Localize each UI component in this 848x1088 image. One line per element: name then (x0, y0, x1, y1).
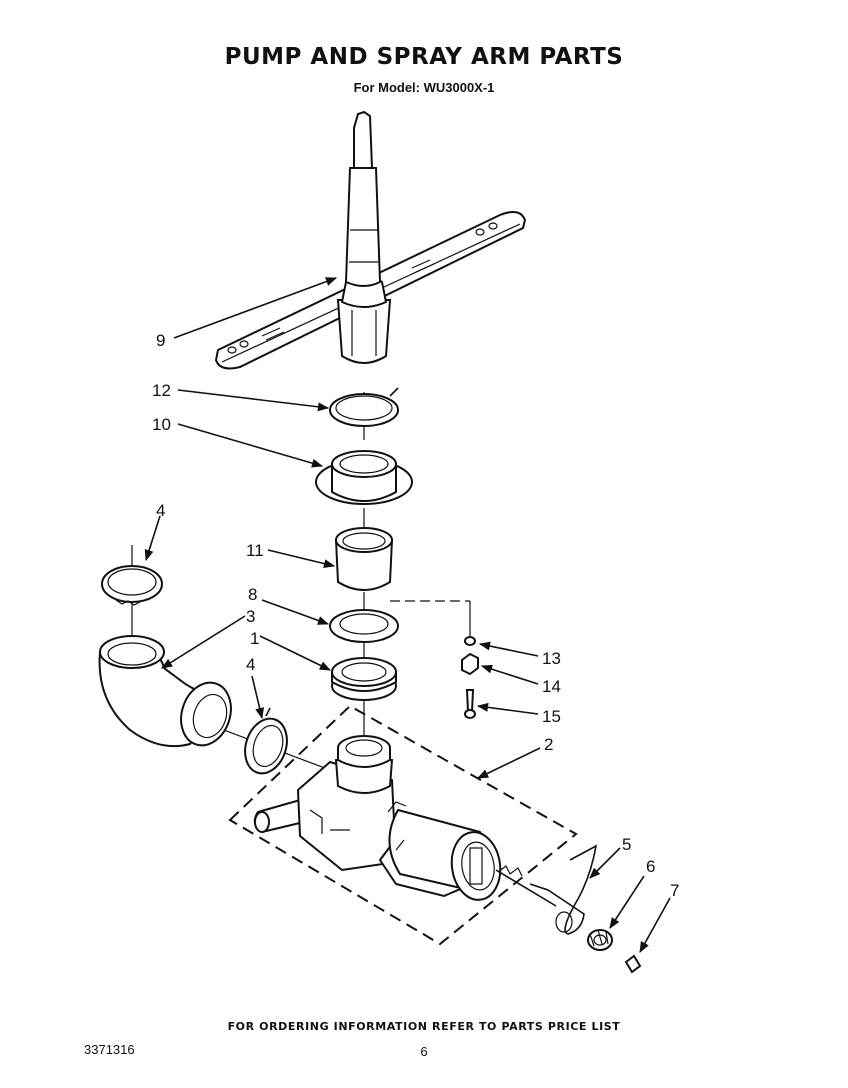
mounting-hardware (461, 636, 479, 719)
callout-1: 1 (250, 629, 259, 648)
drain-elbow-hose (98, 635, 232, 748)
seal (331, 657, 397, 701)
callout-13: 13 (542, 649, 561, 668)
spray-arm-support (315, 450, 413, 505)
retaining-ring (329, 387, 399, 427)
callout-10: 10 (152, 415, 171, 434)
ordering-info-note: FOR ORDERING INFORMATION REFER TO PARTS … (227, 1020, 621, 1033)
callout-2: 2 (544, 735, 553, 754)
callout-12: 12 (152, 381, 171, 400)
callout-4-lower: 4 (246, 655, 255, 674)
leader-lines (144, 277, 671, 953)
callout-14: 14 (542, 677, 561, 696)
callout-6: 6 (646, 857, 655, 876)
model-subtitle: For Model: WU3000X-1 (353, 80, 495, 95)
lower-spray-arm (214, 110, 527, 370)
callout-7: 7 (670, 881, 679, 900)
document-number: 3371316 (84, 1042, 135, 1057)
hose-clamp-lower (244, 707, 288, 775)
filter-cup (334, 527, 394, 591)
clip (624, 954, 642, 974)
callout-15: 15 (542, 707, 561, 726)
motor-mounting-bracket (529, 844, 598, 935)
pump-motor-assembly (228, 704, 578, 946)
callout-9: 9 (156, 331, 165, 350)
callout-11: 11 (246, 541, 264, 560)
callout-8: 8 (248, 585, 257, 604)
callout-5: 5 (622, 835, 631, 854)
callout-4-upper: 4 (156, 501, 165, 520)
page-number: 6 (420, 1044, 428, 1059)
page-title: PUMP AND SPRAY ARM PARTS (224, 44, 624, 70)
callout-3: 3 (246, 607, 255, 626)
hose-clamp-upper (101, 565, 163, 606)
callout-numbers: 9 12 10 4 11 8 3 1 4 13 14 15 2 5 6 7 (152, 331, 679, 900)
grommet (587, 929, 613, 951)
gasket (329, 609, 399, 643)
